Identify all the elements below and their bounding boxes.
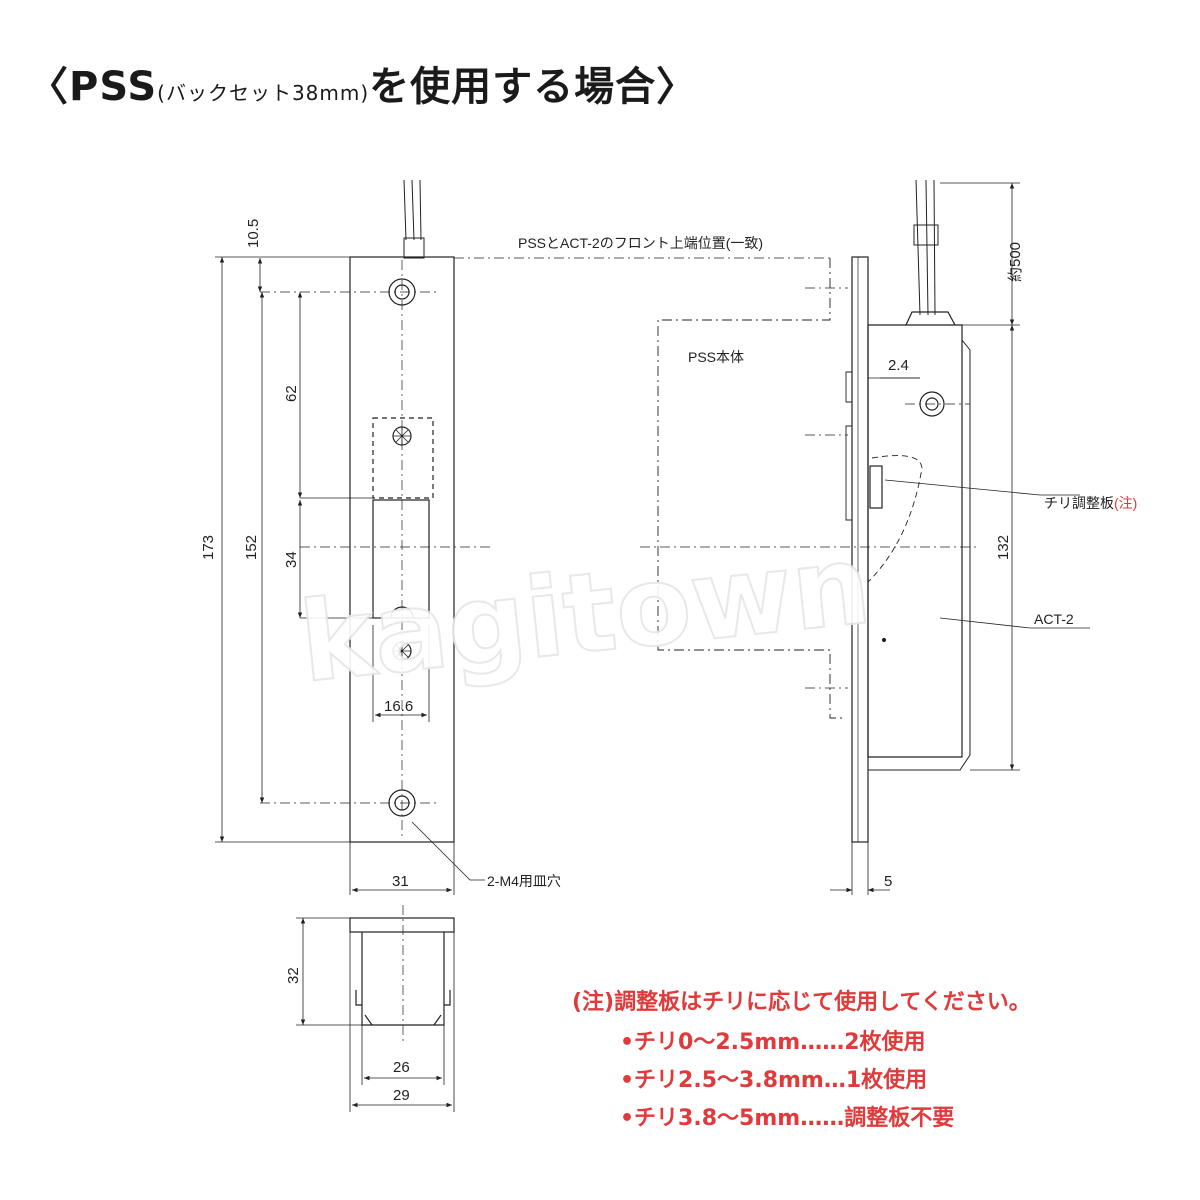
top-view-dimensions — [296, 917, 455, 1112]
dim-34: 34 — [283, 551, 300, 568]
dim-152: 152 — [243, 535, 260, 560]
front-top-label: PSSとACT-2のフロント上端位置(一致) — [518, 235, 763, 251]
page-title: 〈PSS(バックセット38mm)を使用する場合〉 — [28, 54, 697, 112]
watermark: kagitown — [294, 520, 876, 707]
chiri-plate-text: チリ調整板 — [1044, 495, 1114, 511]
top-view — [349, 905, 455, 1045]
dim-16-6: 16.6 — [384, 698, 413, 715]
dim-62: 62 — [283, 385, 300, 402]
dim-32: 32 — [285, 967, 302, 984]
screw-holes-label: 2-M4用皿穴 — [487, 873, 561, 889]
note-line-1: •チリ0〜2.5mm……2枚使用 — [620, 1030, 926, 1055]
title-rest: を使用する場合〉 — [369, 64, 698, 110]
pss-body-label: PSS本体 — [688, 349, 744, 365]
note-line-3: •チリ3.8〜5mm……調整板不要 — [620, 1106, 955, 1131]
side-view-dimensions — [830, 182, 1090, 895]
left-dimensions — [215, 256, 485, 895]
side-view — [640, 179, 980, 843]
dim-10-5: 10.5 — [245, 219, 262, 248]
dim-31: 31 — [392, 873, 409, 890]
front-plate — [260, 179, 830, 843]
dim-5: 5 — [884, 873, 892, 890]
act2-label: ACT-2 — [1034, 611, 1074, 627]
note-line-2: •チリ2.5〜3.8mm…1枚使用 — [620, 1068, 928, 1093]
dim-approx-500: 約500 — [1007, 242, 1024, 282]
dim-173: 173 — [200, 535, 217, 560]
dim-132: 132 — [995, 535, 1012, 560]
title-open: 〈PSS — [28, 64, 158, 110]
note-head: (注)調整板はチリに応じて使用してください。 — [572, 990, 1031, 1015]
dim-29: 29 — [393, 1087, 410, 1104]
chiri-note-mark: (注) — [1114, 495, 1137, 511]
dim-26: 26 — [393, 1059, 410, 1076]
chiri-plate-label: チリ調整板(注) — [1044, 495, 1137, 511]
title-sub: (バックセット38mm) — [157, 81, 370, 105]
latch-slot — [372, 499, 430, 619]
usage-note: (注)調整板はチリに応じて使用してください。 •チリ0〜2.5mm……2枚使用 … — [572, 984, 1031, 1138]
dim-2-4: 2.4 — [888, 357, 909, 374]
